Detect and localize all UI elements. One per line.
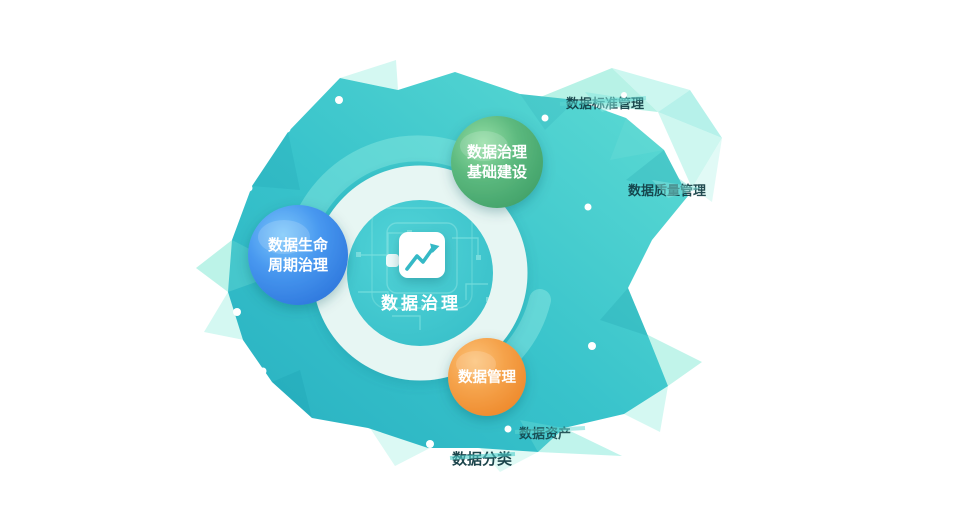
- facet: [272, 370, 312, 418]
- circuit-node: [356, 252, 361, 257]
- facet: [340, 60, 398, 90]
- decor-dots: [233, 92, 627, 448]
- node-highlight: [460, 131, 508, 161]
- circuit-trace: [392, 315, 421, 330]
- facet: [252, 132, 300, 190]
- icon-side-tab: [386, 254, 399, 267]
- dot: [426, 440, 434, 448]
- node-label-line2: 周期治理: [268, 256, 328, 274]
- facet: [612, 68, 690, 112]
- node-label-line1: 数据生命: [268, 236, 329, 254]
- node-circle-green: [451, 116, 543, 208]
- facet: [624, 386, 668, 432]
- facet: [538, 428, 622, 456]
- facet: [204, 292, 244, 340]
- facet: [610, 118, 664, 160]
- circuit-node: [476, 255, 481, 260]
- dot: [541, 114, 549, 122]
- facet: [370, 428, 430, 466]
- chart-arrow: [430, 243, 440, 253]
- node-data-lifecycle: 数据生命 周期治理: [248, 205, 348, 305]
- node-highlight: [258, 220, 310, 254]
- label-overlay-line: [514, 426, 586, 434]
- circuit-frame: [371, 207, 473, 309]
- circuit-trace: [465, 283, 488, 300]
- node-governance-foundation: 数据治理 基础建设: [451, 116, 543, 208]
- label-overlay: [652, 180, 702, 198]
- node-label-line2: 基础建设: [466, 163, 527, 181]
- facet: [646, 334, 702, 386]
- facet: [692, 138, 722, 202]
- circuit-node: [421, 305, 426, 310]
- node-data-management: 数据管理: [448, 338, 526, 416]
- dot: [621, 92, 627, 98]
- dot: [283, 125, 291, 133]
- node-circle-blue: [248, 205, 348, 305]
- background-labels: 数据标准管理 数据质量管理 数据资产 数据分类: [449, 92, 706, 468]
- label-overlay: [585, 92, 636, 112]
- facet: [658, 90, 722, 138]
- node-label-line1: 数据管理: [458, 368, 516, 386]
- chart-line: [405, 246, 435, 271]
- center-title: 数据治理: [381, 293, 461, 313]
- circuit-trace: [452, 237, 479, 258]
- circuit-trace: [360, 232, 410, 256]
- label-overlay-line: [449, 452, 516, 460]
- center-icon-group: [386, 232, 445, 278]
- circuit-trace: [358, 291, 424, 309]
- node-highlight: [456, 351, 496, 377]
- line-chart-icon: [399, 232, 445, 278]
- node-label-line1: 数据治理: [467, 143, 527, 161]
- facet: [520, 94, 576, 130]
- facet: [196, 240, 232, 292]
- dot: [233, 308, 241, 316]
- dot: [584, 203, 592, 211]
- dot: [335, 96, 343, 104]
- label-overlay-line: [559, 96, 647, 106]
- dot: [588, 342, 596, 350]
- dot: [259, 367, 267, 375]
- facet: [658, 112, 722, 188]
- dot: [504, 425, 512, 433]
- circuit-node: [389, 305, 394, 310]
- dot: [245, 184, 253, 192]
- facet: [600, 288, 648, 336]
